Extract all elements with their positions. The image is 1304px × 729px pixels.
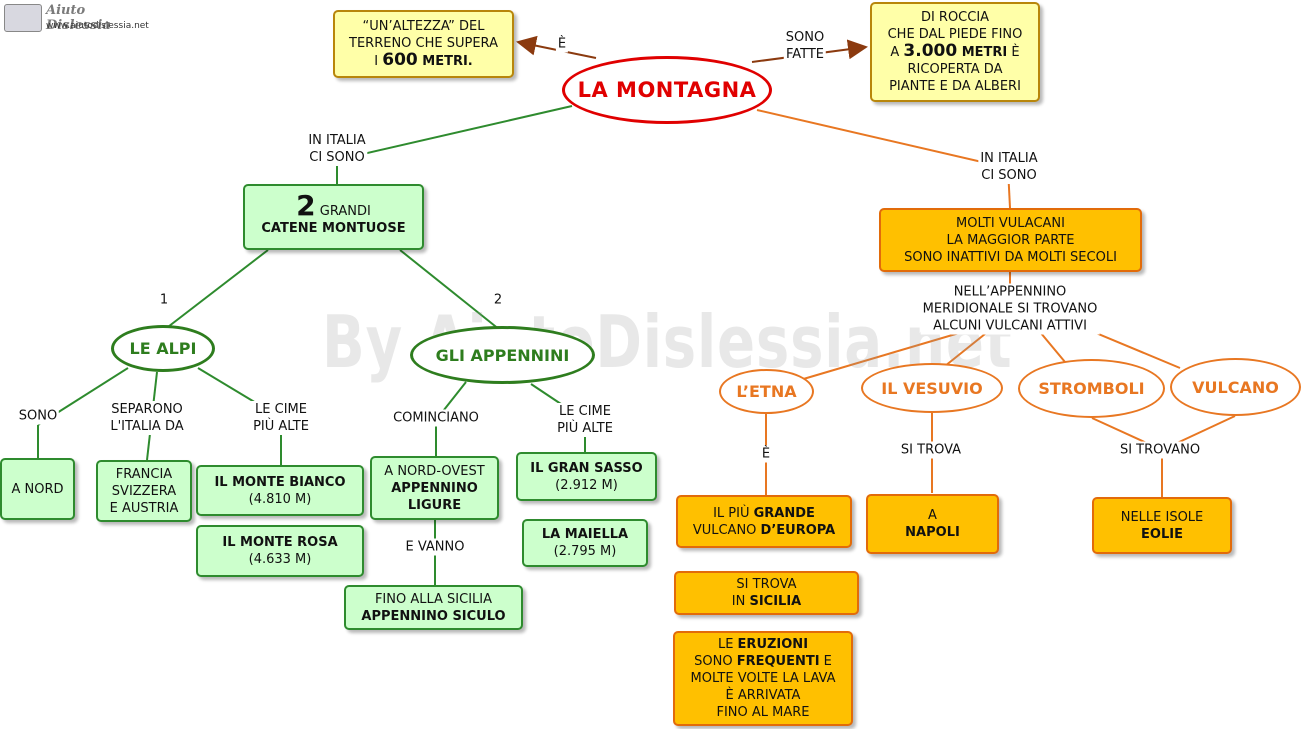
definition-line-3: I 600 METRI. — [374, 50, 473, 70]
logo-name: Aiuto Dislessia — [46, 3, 111, 33]
eruzioni-line-3: MOLTE VOLTE LA LAVA — [690, 671, 836, 686]
label-sono: SONO — [16, 407, 60, 425]
made-of-line-5: PIANTE E DA ALBERI — [889, 79, 1021, 94]
box-eolie: NELLE ISOLE EOLIE — [1092, 497, 1232, 554]
eruzioni-line-1: LE ERUZIONI — [717, 637, 809, 652]
gran-sasso-name: IL GRAN SASSO — [530, 460, 643, 476]
node-gli-appennini: GLI APPENNINI — [410, 326, 595, 384]
box-monte-bianco: IL MONTE BIANCO (4.810 M) — [196, 465, 364, 516]
vulcani-line-2: LA MAGGIOR PARTE — [946, 232, 1075, 248]
etna-grande-line-2: VULCANO D’EUROPA — [692, 522, 836, 538]
book-icon — [4, 4, 42, 32]
chains-line-1: 2 GRANDI — [296, 189, 371, 222]
box-maiella: LA MAIELLA (2.795 M) — [522, 519, 648, 567]
vulcani-line-3: SONO INATTIVI DA MOLTI SECOLI — [904, 249, 1117, 265]
countries-line-2: SVIZZERA — [111, 483, 177, 499]
monte-rosa-name: IL MONTE ROSA — [222, 535, 338, 550]
monte-bianco-height: (4.810 M) — [248, 491, 312, 507]
eolie-line-2: EOLIE — [1141, 526, 1183, 542]
box-napoli: A NAPOLI — [866, 494, 999, 554]
node-etna-label: L’ETNA — [736, 382, 797, 401]
node-stromboli-label: STROMBOLI — [1038, 379, 1145, 398]
site-logo[interactable]: Aiuto Dislessia www.aiutodislessia.net — [2, 2, 154, 34]
chains-line-2: CATENE MONTUOSE — [261, 221, 406, 236]
label-cime-appennini: LE CIME PIÙ ALTE — [555, 403, 615, 437]
node-le-alpi-label: LE ALPI — [129, 339, 197, 358]
ligure-line-3: LIGURE — [407, 497, 462, 513]
monte-bianco-name: IL MONTE BIANCO — [214, 474, 346, 490]
node-vulcano-label: VULCANO — [1192, 377, 1279, 397]
definition-line-1: “UN’ALTEZZA” DEL — [362, 19, 485, 34]
maiella-name: LA MAIELLA — [541, 527, 629, 542]
label-cominciano: COMINCIANO — [391, 409, 481, 427]
box-etna-grande: IL PIÙ GRANDE VULCANO D’EUROPA — [676, 495, 852, 548]
monte-rosa-height: (4.633 M) — [248, 552, 312, 567]
eolie-line-1: NELLE ISOLE — [1120, 509, 1204, 525]
box-made-of: DI ROCCIA CHE DAL PIEDE FINO A 3.000 MET… — [870, 2, 1040, 102]
box-a-nord: A NORD — [0, 458, 75, 520]
node-la-montagna: LA MONTAGNA — [562, 56, 772, 124]
box-etna-sicilia: SI TROVA IN SICILIA — [674, 571, 859, 615]
label-appennino-meridionale: NELL’APPENNINO MERIDIONALE SI TROVANO AL… — [920, 283, 1100, 335]
ligure-line-2: APPENNINO — [391, 480, 478, 496]
made-of-line-2: CHE DAL PIEDE FINO — [887, 27, 1023, 42]
box-monte-rosa: IL MONTE ROSA (4.633 M) — [196, 525, 364, 577]
made-of-line-4: RICOPERTA DA — [907, 62, 1003, 77]
siculo-line-2: APPENNINO SICULO — [361, 608, 506, 624]
node-le-alpi: LE ALPI — [111, 325, 215, 372]
node-la-montagna-label: LA MONTAGNA — [577, 78, 757, 102]
label-sono-fatte: SONO FATTE — [783, 29, 827, 63]
etna-sicilia-line-2: IN SICILIA — [731, 594, 802, 609]
label-e-vanno: E VANNO — [403, 538, 467, 556]
logo-url: www.aiutodislessia.net — [46, 21, 149, 31]
made-of-line-3: A 3.000 METRI È — [890, 41, 1020, 61]
box-molti-vulcani: MOLTI VULACANI LA MAGGIOR PARTE SONO INA… — [879, 208, 1142, 272]
label-si-trova: SI TROVA — [898, 441, 964, 459]
gran-sasso-height: (2.912 M) — [555, 477, 618, 493]
box-etna-eruzioni: LE ERUZIONI SONO FREQUENTI E MOLTE VOLTE… — [673, 631, 853, 726]
label-separono: SEPARONO L'ITALIA DA — [108, 401, 186, 435]
label-cime-alpi: LE CIME PIÙ ALTE — [251, 401, 311, 435]
label-e-etna: È — [759, 445, 773, 463]
node-gli-appennini-label: GLI APPENNINI — [435, 345, 570, 365]
siculo-line-1: FINO ALLA SICILIA — [374, 591, 493, 607]
label-num-1: 1 — [157, 291, 171, 309]
made-of-line-1: DI ROCCIA — [920, 10, 990, 25]
node-vulcano: VULCANO — [1170, 358, 1301, 416]
label-in-italia-right: IN ITALIA CI SONO — [978, 150, 1040, 184]
box-gran-sasso: IL GRAN SASSO (2.912 M) — [516, 452, 657, 501]
a-nord-text: A NORD — [11, 481, 64, 497]
etna-grande-line-1: IL PIÙ GRANDE — [713, 505, 815, 521]
maiella-height: (2.795 M) — [553, 544, 617, 559]
countries-line-1: FRANCIA — [115, 466, 173, 482]
napoli-line-1: A — [928, 508, 937, 523]
definition-line-2: TERRENO CHE SUPERA — [349, 36, 498, 51]
etna-sicilia-line-1: SI TROVA — [736, 577, 797, 592]
box-countries: FRANCIA SVIZZERA E AUSTRIA — [96, 460, 192, 522]
label-num-2: 2 — [491, 291, 505, 309]
label-in-italia-left: IN ITALIA CI SONO — [306, 132, 368, 166]
box-appennino-ligure: A NORD-OVEST APPENNINO LIGURE — [370, 456, 499, 520]
box-definition: “UN’ALTEZZA” DEL TERRENO CHE SUPERA I 60… — [333, 10, 514, 78]
countries-line-3: E AUSTRIA — [109, 500, 179, 516]
vulcani-line-1: MOLTI VULACANI — [956, 215, 1065, 231]
eruzioni-line-4: È ARRIVATA — [725, 688, 801, 703]
node-stromboli: STROMBOLI — [1018, 359, 1165, 418]
label-si-trovano: SI TROVANO — [1117, 441, 1203, 459]
napoli-line-2: NAPOLI — [905, 525, 960, 540]
node-vesuvio-label: IL VESUVIO — [881, 378, 983, 398]
box-appennino-siculo: FINO ALLA SICILIA APPENNINO SICULO — [344, 585, 523, 630]
node-etna: L’ETNA — [719, 369, 814, 414]
box-catene-montuose: 2 GRANDI CATENE MONTUOSE — [243, 184, 424, 250]
eruzioni-line-2: SONO FREQUENTI E — [694, 654, 832, 669]
label-e-definition: È — [555, 35, 569, 53]
eruzioni-line-5: FINO AL MARE — [716, 705, 810, 720]
ligure-line-1: A NORD-OVEST — [384, 463, 485, 479]
node-vesuvio: IL VESUVIO — [861, 363, 1003, 413]
